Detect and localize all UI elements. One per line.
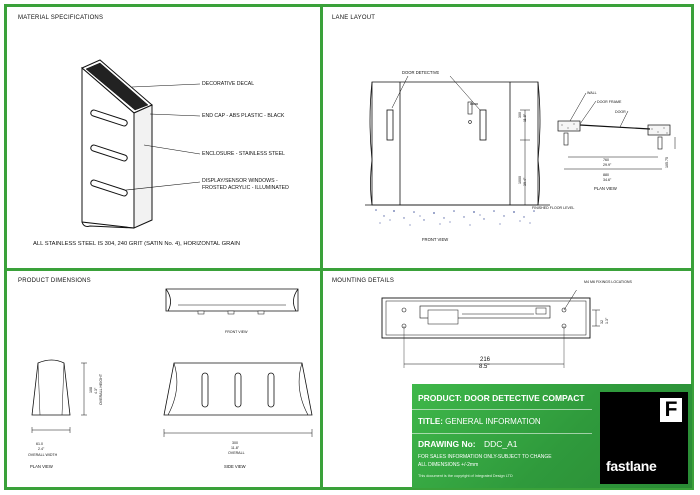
- mounting-dim-216: 216: [480, 357, 491, 363]
- callout-end-cap: END CAP - ABS PLASTIC - BLACK: [202, 113, 285, 119]
- section-title-dimensions: PRODUCT DIMENSIONS: [18, 278, 91, 284]
- dimensions-front-view-drawing: [165, 288, 299, 315]
- lane-plan-view-drawing: [557, 92, 676, 170]
- title-block: PRODUCT: DOOR DETECTIVE COMPACT TITLE: G…: [412, 384, 692, 488]
- lane-finished-floor: FINISHED FLOOR LEVEL: [532, 206, 575, 210]
- lane-dim-105: 105.75: [665, 157, 669, 168]
- lane-door-label: DOOR: [615, 110, 626, 114]
- horizontal-divider: [4, 268, 694, 271]
- callout-decal: DECORATIVE DECAL: [202, 81, 255, 87]
- lane-plan-view-label: PLAN VIEW: [594, 186, 617, 191]
- dimensions-length-in: 11.8": [231, 446, 240, 450]
- mounting-dim-32-in: 1.3": [605, 317, 609, 324]
- logo-f-mark: F: [660, 398, 682, 422]
- title-block-separator-2: [412, 433, 592, 434]
- mounting-drawing: [381, 290, 600, 368]
- dimensions-side-view-drawing: [163, 362, 313, 437]
- sales-note: FOR SALES INFORMATION ONLY-SUBJECT TO CH…: [418, 454, 552, 460]
- title-block-separator: [412, 409, 592, 410]
- lane-front-view-label: FRONT VIEW: [422, 237, 449, 242]
- callout-windows-1: DISPLAY/SENSOR WINDOWS -: [202, 178, 278, 184]
- vertical-divider: [320, 4, 323, 490]
- drawing-frame: [4, 4, 694, 490]
- lane-front-view-drawing: [365, 75, 550, 226]
- dimensions-plan-view-label: PLAN VIEW: [30, 464, 53, 469]
- lane-dim-300-in: 11.8": [523, 113, 527, 122]
- copyright-note: This document is the copyright of Integr…: [418, 474, 513, 478]
- mounting-dim-216-in: 8.5": [479, 364, 490, 370]
- title-label: TITLE:: [418, 417, 443, 426]
- drawing-number: DRAWING No: DDC_A1: [418, 439, 518, 449]
- drawing-label: DRAWING No:: [418, 439, 476, 449]
- dimensions-width-in: 2.4": [38, 447, 45, 451]
- material-note: ALL STAINLESS STEEL IS 304, 240 GRIT (SA…: [33, 241, 241, 247]
- dimensions-overall-width: OVERALL WIDTH: [28, 453, 58, 457]
- section-title-lane: LANE LAYOUT: [332, 15, 376, 21]
- lane-dim-1000-in: 39.4": [523, 177, 527, 186]
- lane-wall-label: WALL: [587, 91, 597, 95]
- dimensions-front-view-label: FRONT VIEW: [225, 330, 248, 334]
- dimensions-width-mm: 61.0: [36, 442, 43, 446]
- lane-door-frame-label: DOOR FRAME: [597, 100, 622, 104]
- material-isometric-drawing: [81, 59, 201, 229]
- product-name: PRODUCT: DOOR DETECTIVE COMPACT: [418, 393, 585, 403]
- drawing-title: TITLE: GENERAL INFORMATION: [418, 417, 541, 426]
- lane-dim-880: 880: [603, 173, 609, 177]
- lane-dim-760-in: 29.9": [603, 163, 612, 167]
- dimensions-overall: OVERALL: [228, 451, 245, 455]
- logo-wordmark: fastlane: [606, 458, 657, 474]
- callout-windows-2: FROSTED ACRYLIC - ILLUMINATED: [202, 185, 289, 191]
- callout-enclosure: ENCLOSURE - STAINLESS STEEL: [202, 151, 285, 157]
- fastlane-logo: F fastlane: [600, 392, 688, 484]
- lane-dim-880-in: 34.6": [603, 178, 612, 182]
- dimensions-plan-view-drawing: [31, 359, 87, 433]
- dimensions-note: ALL DIMENSIONS +/-2mm: [418, 462, 479, 468]
- dimensions-overall-height: OVERALL HEIGHT: [99, 373, 103, 405]
- mounting-fixings-label: M4 M6 FIXINGS LOCATIONS: [584, 280, 632, 284]
- section-title-material: MATERIAL SPECIFICATIONS: [18, 15, 104, 21]
- dimensions-length-mm: 300: [232, 441, 238, 445]
- title-value: GENERAL INFORMATION: [445, 417, 541, 426]
- section-title-mounting: MOUNTING DETAILS: [332, 278, 395, 284]
- lane-door-detective-label: DOOR DETECTIVE: [402, 70, 440, 75]
- lane-dim-760: 760: [603, 158, 609, 162]
- drawing-value: DDC_A1: [483, 439, 518, 449]
- dimensions-side-view-label: SIDE VIEW: [224, 464, 246, 469]
